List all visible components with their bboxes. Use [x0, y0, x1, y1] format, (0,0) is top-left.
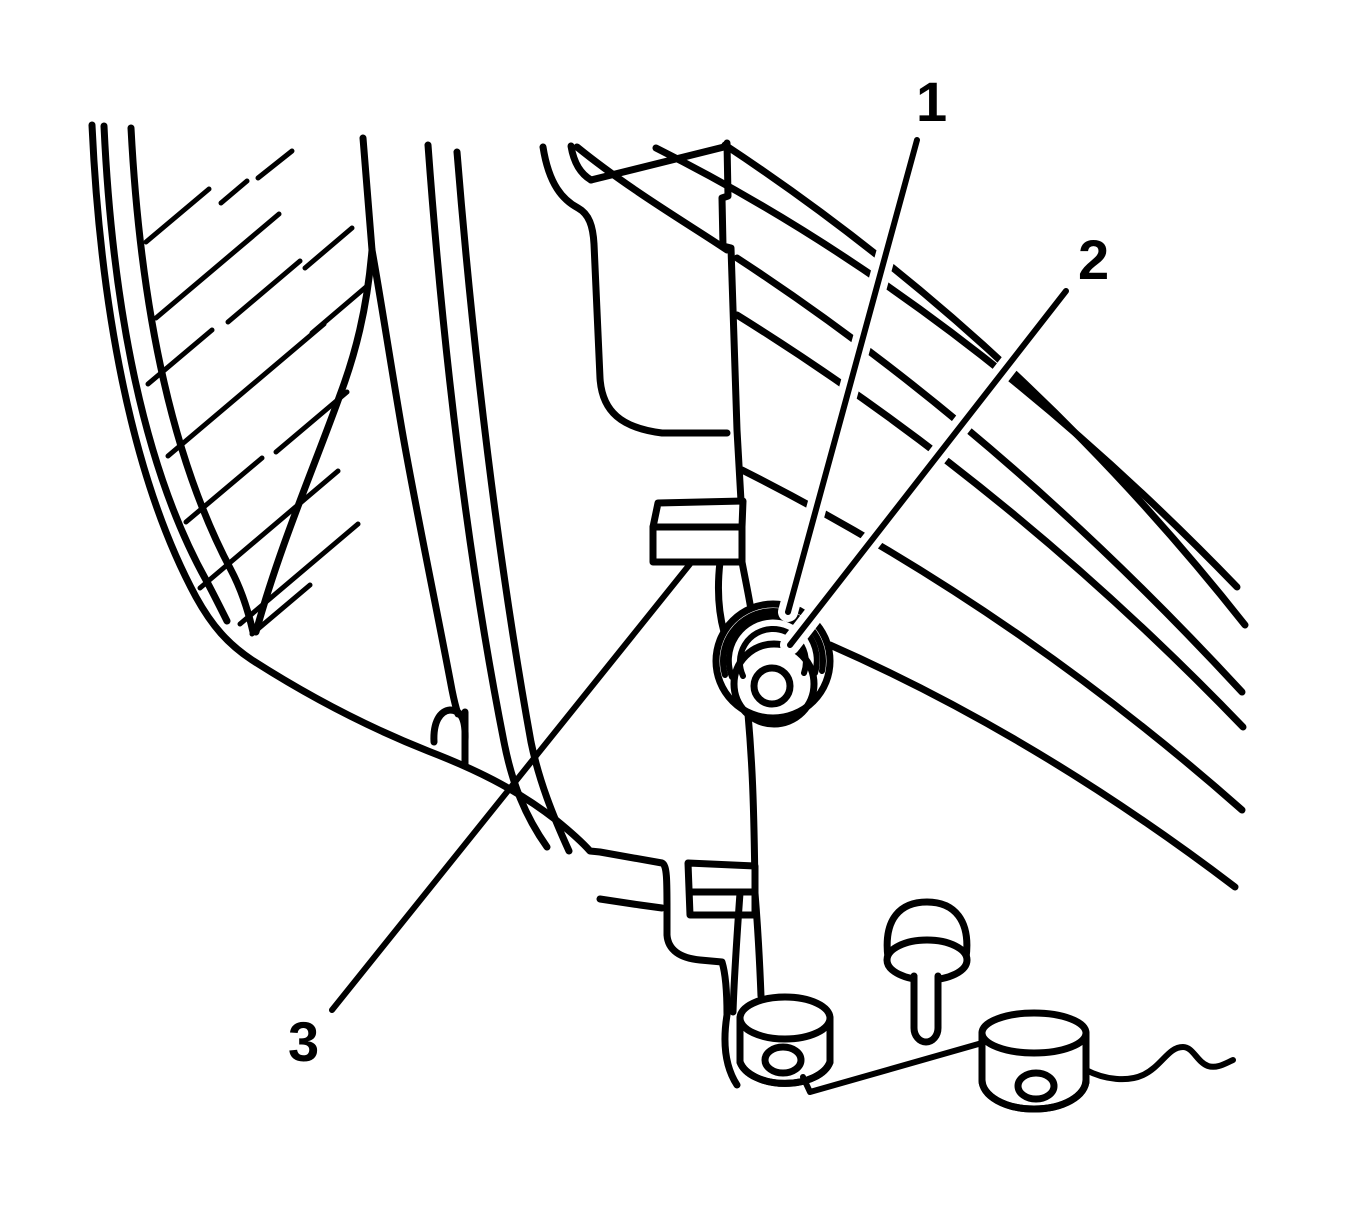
hatch-line	[302, 225, 355, 271]
grommet-rib	[720, 608, 826, 678]
fender-line	[826, 641, 1239, 891]
hatch-line	[249, 582, 313, 637]
bushing-bottom-top-face	[736, 993, 834, 1043]
fender-line	[733, 311, 1247, 731]
hatch-line	[309, 284, 369, 336]
bottom-step-inner-line	[596, 895, 666, 912]
lower-arm-left	[729, 889, 744, 1016]
housing-inner-edge	[368, 246, 462, 718]
callout-label-3: 3	[288, 1010, 320, 1073]
hatch-line	[183, 455, 265, 525]
leader-line-2	[787, 288, 1069, 648]
hatch-line	[153, 211, 282, 321]
center-panel-group	[539, 139, 759, 896]
lens-outer-edge-and-bottom	[88, 121, 741, 1089]
lower-arm-right	[751, 889, 765, 1000]
stud-pin	[910, 972, 942, 1046]
hatch-line	[197, 468, 341, 591]
bushing-bottom-lower-arc	[736, 1058, 834, 1087]
bushing-right-hole	[1014, 1069, 1058, 1103]
leader-lines-group	[329, 130, 1076, 1013]
lens-right-edge-inner	[252, 246, 376, 636]
callout-label-2: 2	[1078, 228, 1110, 291]
leader-line-1	[785, 137, 920, 615]
hatch-line	[273, 389, 350, 455]
lower-bracket-group	[684, 859, 1236, 1113]
hood-front-edge	[573, 143, 731, 254]
panel-connect-line	[800, 1040, 985, 1095]
hatch-line	[218, 178, 250, 206]
panel-right-edge	[718, 139, 745, 505]
bushing-right-lower-arc	[978, 1076, 1090, 1113]
grommet-hole	[750, 664, 794, 708]
lens-edge-line-3	[127, 124, 257, 636]
fender-line	[652, 144, 1241, 591]
housing-vertical-line-a	[424, 141, 551, 851]
wavy-panel-line	[1083, 1044, 1236, 1083]
stud-cap-bottom	[883, 936, 971, 984]
upper-mounting-tab-group	[649, 497, 756, 636]
leader-line-3	[329, 561, 693, 1013]
grommet-front-face	[730, 640, 818, 728]
hatch-line	[237, 521, 361, 627]
bushing-right-top-face	[978, 1009, 1090, 1057]
tab-front-face	[649, 523, 746, 566]
headlamp-lens-group	[88, 121, 741, 1089]
hatch-line	[225, 258, 303, 325]
bushing-bottom-hole	[761, 1043, 805, 1077]
tab-arm-left	[714, 558, 728, 636]
hatch-line	[145, 327, 215, 387]
lens-hatching-group	[143, 148, 369, 637]
hatch-line	[255, 148, 295, 181]
hatch-line	[165, 321, 327, 459]
tab-top-face	[649, 497, 747, 531]
lens-right-edge-top	[359, 134, 376, 254]
housing-vertical-line-b	[453, 148, 573, 855]
hatch-line	[143, 186, 212, 245]
mounting-ear-bump	[430, 706, 469, 746]
panel-edge-below-grommet	[744, 710, 759, 896]
fender-line	[733, 254, 1246, 696]
lens-edge-line-2	[100, 122, 231, 625]
grommet-rib	[725, 613, 820, 680]
pocket-outer-edge	[539, 143, 731, 437]
callout-label-1: 1	[916, 70, 948, 133]
